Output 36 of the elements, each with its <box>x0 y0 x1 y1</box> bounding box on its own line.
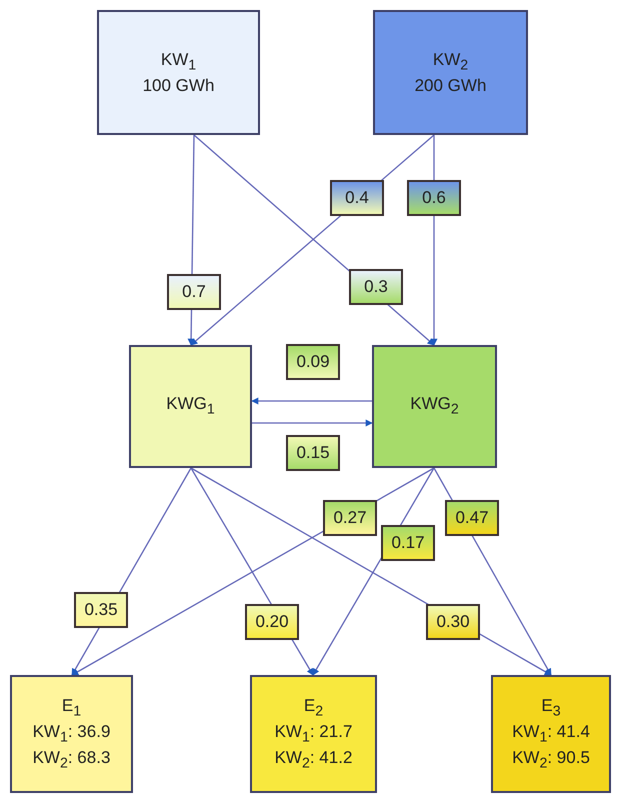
node-box <box>372 345 497 468</box>
edge-label: 0.35 <box>74 592 128 628</box>
edge-label: 0.27 <box>323 500 377 536</box>
node-text: KW$_{1}$: 36.9 <box>32 720 110 748</box>
node-text: KWG$_{1}$ <box>166 393 215 420</box>
node-text: KW$_{1}$ <box>160 48 196 75</box>
node-text: 200 GWh <box>414 74 486 96</box>
node-box <box>129 345 252 468</box>
node-text: 100 GWh <box>142 74 214 96</box>
node-box <box>373 10 528 135</box>
node-text: KW$_{1}$: 41.4 <box>512 720 590 748</box>
edge-label: 0.09 <box>286 344 340 380</box>
node-text: KW$_{2}$ <box>432 48 468 75</box>
edge-label: 0.6 <box>407 180 461 216</box>
edge-label: 0.4 <box>330 180 384 216</box>
node-text: KWG$_{2}$ <box>410 393 459 420</box>
node-box <box>491 675 611 793</box>
arrow <box>252 420 373 426</box>
node-box <box>250 675 377 793</box>
edge-label: 0.3 <box>349 269 403 305</box>
node-box <box>10 675 133 793</box>
node-text: KW$_{2}$: 41.2 <box>274 747 352 774</box>
arrow <box>251 398 372 404</box>
edge-label: 0.20 <box>245 604 299 640</box>
node-text: KW$_{1}$: 21.7 <box>274 720 352 748</box>
edge-label: 0.30 <box>426 604 480 640</box>
node-box <box>97 10 260 135</box>
node-text: E$_{2}$ <box>304 694 324 721</box>
node-text: KW$_{2}$: 90.5 <box>512 747 590 774</box>
edge-label: 0.7 <box>167 274 221 310</box>
edge-label: 0.17 <box>381 525 435 561</box>
node-text: E$_{3}$ <box>541 694 561 721</box>
edge-label: 0.15 <box>286 435 340 471</box>
node-text: KW$_{2}$: 68.3 <box>32 747 110 774</box>
node-text: E$_{1}$ <box>62 694 82 721</box>
edge-label: 0.47 <box>445 500 499 536</box>
